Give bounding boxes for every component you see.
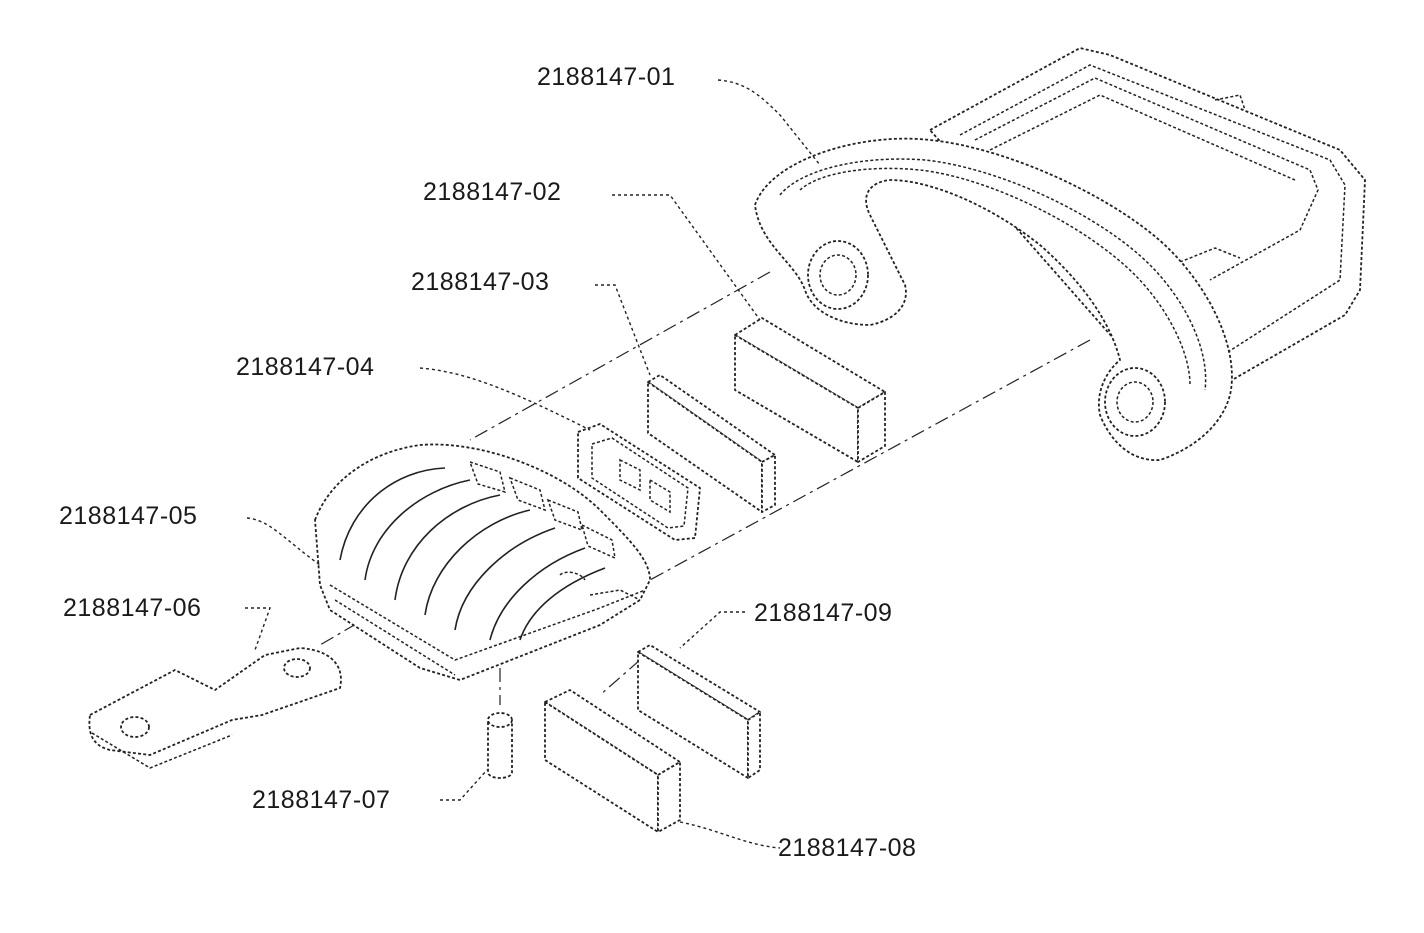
part-terminal-lug [88, 647, 342, 769]
label-part-09: 2188147-09 [754, 599, 892, 627]
label-part-08: 2188147-08 [778, 834, 916, 862]
part-thin-plate [637, 644, 761, 779]
part-plate [647, 374, 776, 513]
part-labels: 2188147-01 2188147-02 2188147-03 2188147… [59, 63, 916, 862]
part-housing [754, 47, 1366, 461]
leader-04 [419, 367, 591, 431]
leader-09 [679, 611, 745, 649]
leader-05 [246, 517, 321, 566]
leader-08 [679, 821, 781, 849]
label-part-02: 2188147-02 [423, 178, 561, 206]
label-part-07: 2188147-07 [252, 786, 390, 814]
label-part-04: 2188147-04 [236, 353, 374, 381]
leader-01 [717, 79, 821, 166]
label-part-06: 2188147-06 [63, 594, 201, 622]
assembly-axis-lines [319, 271, 1091, 705]
part-magnet-block-small [544, 689, 681, 833]
label-part-05: 2188147-05 [59, 502, 197, 530]
label-part-01: 2188147-01 [537, 63, 675, 91]
leader-03 [595, 284, 651, 376]
leader-07 [440, 769, 488, 801]
leader-lines [245, 79, 821, 849]
label-part-03: 2188147-03 [411, 268, 549, 296]
leader-06 [245, 607, 271, 651]
part-pin [487, 712, 513, 779]
part-spring-clip [577, 423, 701, 541]
part-magnet-block-large [734, 317, 886, 463]
part-coil-body [314, 443, 651, 681]
leader-02 [612, 194, 761, 321]
